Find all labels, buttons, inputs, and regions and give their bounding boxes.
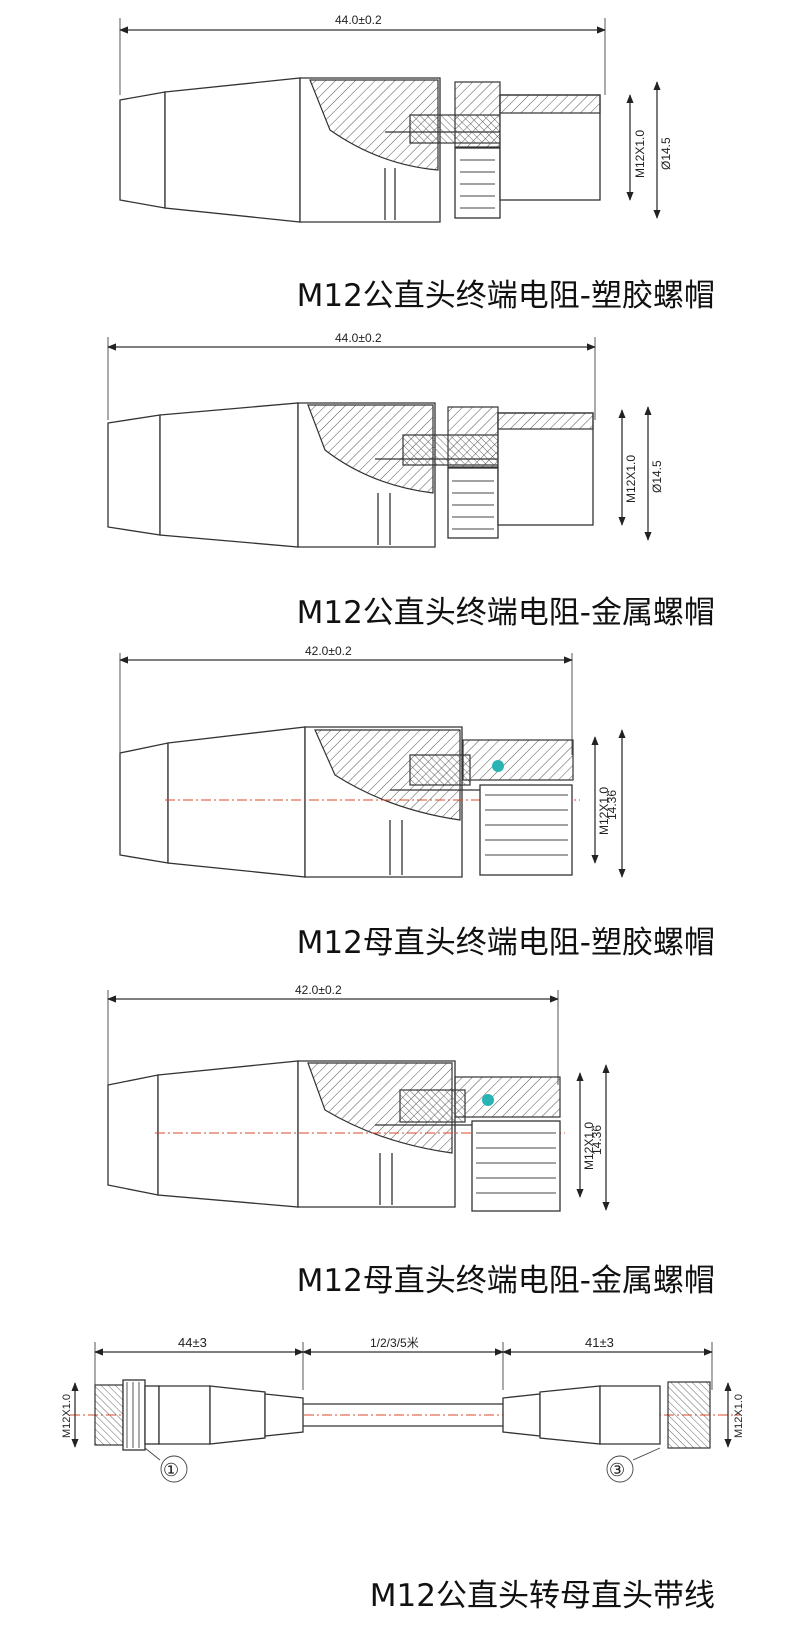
length-dimension: 42.0±0.2 <box>295 985 342 997</box>
diameter-dimension: Ø14.5 <box>659 137 673 170</box>
length-dimension: 44.0±0.2 <box>335 331 382 345</box>
panel-caption: M12公直头终端电阻-塑胶螺帽 <box>296 278 715 314</box>
right-part-marker: ③ <box>609 1460 625 1480</box>
left-part-marker: ① <box>163 1460 179 1480</box>
panel-caption: M12母直头终端电阻-金属螺帽 <box>296 1263 715 1299</box>
drawing-panel-4: 42.0±0.2 M12X1.0 14.36 M12母直头终端电阻-金属螺帽 <box>0 985 800 1310</box>
diameter-dimension: 14.36 <box>605 790 619 820</box>
right-length-dimension: 41±3 <box>585 1335 614 1350</box>
left-thread-dimension: M12X1.0 <box>61 1394 73 1438</box>
thread-dimension: M12X1.0 <box>597 787 611 835</box>
male-metal-nut-drawing: 44.0±0.2 M12X1.0 Ø14.5 <box>107 331 664 548</box>
thread-dimension: M12X1.0 <box>633 130 647 178</box>
left-length-dimension: 44±3 <box>178 1335 207 1350</box>
thread-dimension: M12X1.0 <box>582 1122 596 1170</box>
drawing-panel-2: 44.0±0.2 M12X1.0 Ø14.5 M12公直头终端电阻-金属螺帽 <box>0 325 800 645</box>
drawing-panel-3: 42.0±0.2 M12X1.0 14.36 M12母直头终端电阻-塑胶螺帽 <box>0 645 800 970</box>
cable-panel: 44±3 1/2/3/5米 41±3 M12X1.0 M12X1.0 ① ③ <box>0 1320 800 1632</box>
cable-assembly-drawing: 44±3 1/2/3/5米 41±3 M12X1.0 M12X1.0 ① ③ <box>61 1335 745 1483</box>
diameter-dimension: 14.36 <box>590 1125 604 1155</box>
male-plastic-nut-drawing: 44.0±0.2 M12X1.0 Ø14.5 <box>119 13 673 223</box>
female-metal-nut-drawing: 42.0±0.2 M12X1.0 14.36 <box>107 985 610 1212</box>
marker-dot <box>492 760 504 772</box>
panel-caption: M12母直头终端电阻-塑胶螺帽 <box>296 925 715 961</box>
female-plastic-nut-drawing: 42.0±0.2 M12X1.0 14.36 <box>119 645 626 878</box>
marker-dot <box>482 1094 494 1106</box>
cable-caption: M12公直头转母直头带线 <box>369 1578 715 1614</box>
right-thread-dimension: M12X1.0 <box>733 1394 745 1438</box>
diameter-dimension: Ø14.5 <box>650 460 664 493</box>
length-dimension: 44.0±0.2 <box>335 13 382 27</box>
thread-dimension: M12X1.0 <box>624 455 638 503</box>
length-dimension: 42.0±0.2 <box>305 645 352 658</box>
cable-length-dimension: 1/2/3/5米 <box>370 1336 419 1350</box>
panel-caption: M12公直头终端电阻-金属螺帽 <box>296 595 715 631</box>
drawing-panel-1: 44.0±0.2 M12X1.0 Ø14.5 M12公直头终端电阻-塑胶螺帽 <box>0 0 800 320</box>
